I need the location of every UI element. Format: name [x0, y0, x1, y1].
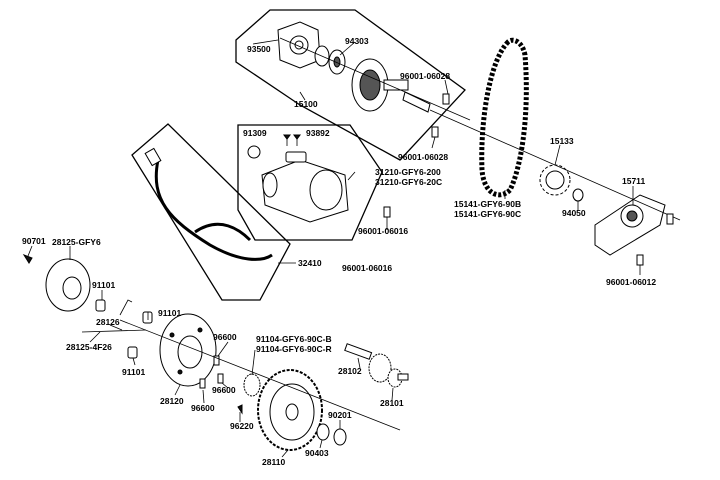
washer-90403 [316, 423, 330, 441]
oil-pump-body [351, 58, 431, 113]
label-91101-c: 91101 [122, 367, 145, 377]
label-31210-20c: 31210-GFY6-20C [375, 177, 442, 187]
label-15711: 15711 [622, 176, 645, 186]
callout-labels: 93500 94303 15100 96001-06028 96001-0602… [22, 36, 656, 467]
label-96600-b: 96600 [212, 385, 236, 395]
label-96001-06028-a: 96001-06028 [400, 71, 450, 81]
chain-cover-15711 [594, 194, 666, 256]
label-96001-06016-a: 96001-06016 [358, 226, 408, 236]
bearing-91104 [243, 373, 261, 397]
rollers [95, 299, 153, 359]
label-94050: 94050 [562, 208, 586, 218]
label-96220: 96220 [230, 421, 254, 431]
label-90201: 90201 [328, 410, 352, 420]
starter-motor [261, 151, 349, 223]
oil-pump-cover [277, 21, 321, 69]
o-ring [247, 145, 261, 159]
label-28126: 28126 [96, 317, 120, 327]
pin-96220 [237, 404, 243, 415]
bolt-96001-06028-a [442, 93, 450, 105]
leader-lines [27, 39, 641, 458]
label-28120: 28120 [160, 396, 184, 406]
group-frame-cable [131, 123, 291, 301]
bolts-96600 [199, 355, 224, 389]
label-15100: 15100 [294, 99, 318, 109]
label-96001-06016-b: 96001-06016 [342, 263, 392, 273]
label-91101-b: 91101 [158, 308, 181, 318]
timing-chain [479, 37, 529, 198]
bolt-96001-06016 [383, 206, 391, 218]
springs-28126 [81, 299, 147, 333]
label-28125-gfy6: 28125-GFY6 [52, 237, 101, 247]
cable-terminal [144, 147, 162, 167]
washer-94050 [572, 188, 584, 202]
key-90701 [22, 254, 33, 264]
label-96001-06028-b: 96001-06028 [398, 152, 448, 162]
label-91104-90cr: 91104-GFY6-90C-R [256, 344, 332, 354]
starter-cable-end [194, 222, 252, 242]
nut-90201 [333, 428, 347, 446]
label-90701: 90701 [22, 236, 46, 246]
sprocket-15133 [539, 164, 571, 196]
label-28125-4f26: 28125-4F26 [66, 342, 112, 352]
label-15133: 15133 [550, 136, 574, 146]
label-96600-c: 96600 [191, 403, 215, 413]
label-28102: 28102 [338, 366, 362, 376]
label-91101-a: 91101 [92, 280, 115, 290]
oil-pump-rotor [314, 45, 346, 75]
label-15141-90c: 15141-GFY6-90C [454, 209, 521, 219]
shaft-28102 [344, 343, 373, 360]
label-96600-a: 96600 [213, 332, 237, 342]
gear-28110 [257, 369, 323, 451]
group-frame-starter [237, 124, 383, 241]
reduction-gear-28101 [368, 353, 409, 388]
label-96001-06012: 96001-06012 [606, 277, 656, 287]
bolt-96001-06028-b [431, 126, 439, 138]
label-91104-90cb: 91104-GFY6-90C-B [256, 334, 332, 344]
label-90403: 90403 [305, 448, 329, 458]
label-32410: 32410 [298, 258, 322, 268]
label-28101: 28101 [380, 398, 404, 408]
label-15141-90b: 15141-GFY6-90B [454, 199, 521, 209]
label-31210-200: 31210-GFY6-200 [375, 167, 441, 177]
starter-bolts [283, 134, 301, 146]
label-28110: 28110 [262, 457, 285, 467]
label-93500: 93500 [247, 44, 271, 54]
label-94303: 94303 [345, 36, 369, 46]
label-91309: 91309 [243, 128, 267, 138]
label-93892: 93892 [306, 128, 330, 138]
starter-cable [154, 159, 273, 261]
group-frame-15100 [235, 9, 466, 161]
starter-clutch-28120 [159, 313, 217, 387]
plate-28125 [45, 258, 91, 312]
